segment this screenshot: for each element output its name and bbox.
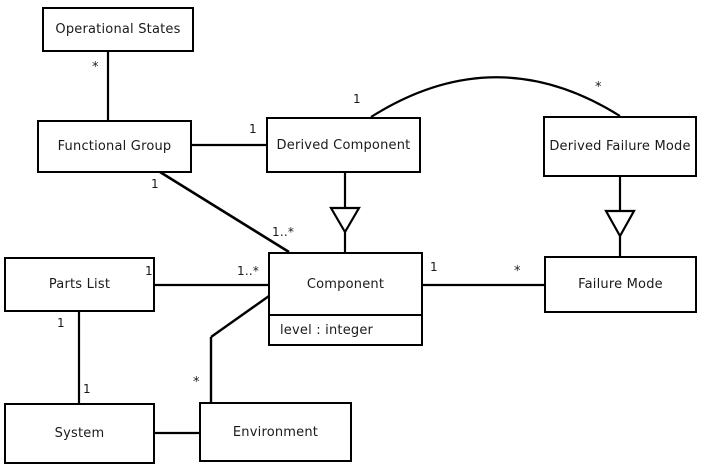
multiplicity-component-failure-mode-target: * bbox=[514, 264, 521, 279]
multiplicity-component-failure-mode-source: 1 bbox=[430, 260, 438, 274]
multiplicity-operational-states-functional-group: * bbox=[92, 60, 99, 75]
multiplicity-parts-list-component-target: 1..* bbox=[237, 264, 260, 278]
generalization-triangle-icon-derived-component bbox=[329, 206, 361, 235]
multiplicity-parts-list-component-source: 1 bbox=[145, 264, 153, 278]
multiplicity-functional-group-component-source: 1 bbox=[151, 177, 159, 191]
multiplicity-functional-group-component-target: 1..* bbox=[272, 225, 295, 239]
connector-environment-component-diagonal bbox=[210, 295, 270, 338]
multiplicity-parts-list-system-source: 1 bbox=[57, 316, 65, 330]
class-attribute-component-level: level : integer bbox=[270, 314, 421, 344]
class-box-functional-group[interactable]: Functional Group bbox=[37, 120, 192, 173]
class-box-failure-mode[interactable]: Failure Mode bbox=[544, 256, 697, 313]
class-box-parts-list[interactable]: Parts List bbox=[4, 257, 155, 312]
class-name-system: System bbox=[54, 426, 105, 441]
class-box-environment[interactable]: Environment bbox=[199, 402, 352, 462]
multiplicity-arc-derived-component-source: 1 bbox=[353, 92, 361, 106]
class-box-system[interactable]: System bbox=[4, 403, 155, 464]
class-name-functional-group: Functional Group bbox=[57, 139, 172, 154]
class-box-derived-failure-mode[interactable]: Derived Failure Mode bbox=[543, 116, 697, 177]
connector-functional-group-component bbox=[159, 170, 290, 254]
multiplicity-arc-derived-failure-mode-target: * bbox=[595, 80, 602, 95]
generalization-triangle-icon-derived-failure-mode bbox=[604, 209, 636, 239]
class-name-environment: Environment bbox=[232, 424, 319, 440]
class-name-component: Component bbox=[306, 276, 385, 292]
class-name-failure-mode: Failure Mode bbox=[578, 277, 663, 292]
connector-derived-component-derived-failure-mode bbox=[370, 76, 621, 118]
multiplicity-parts-list-system-target: 1 bbox=[83, 382, 91, 396]
class-box-component[interactable]: Component level : integer bbox=[268, 252, 423, 346]
class-name-operational-states: Operational States bbox=[55, 22, 181, 37]
multiplicity-functional-group-derived-component: 1 bbox=[249, 122, 257, 136]
class-name-derived-failure-mode: Derived Failure Mode bbox=[549, 139, 691, 154]
class-name-parts-list: Parts List bbox=[48, 277, 111, 292]
class-box-operational-states[interactable]: Operational States bbox=[42, 7, 194, 52]
class-name-derived-component: Derived Component bbox=[276, 137, 411, 153]
class-box-derived-component[interactable]: Derived Component bbox=[266, 117, 421, 173]
multiplicity-environment-component: * bbox=[193, 375, 200, 390]
